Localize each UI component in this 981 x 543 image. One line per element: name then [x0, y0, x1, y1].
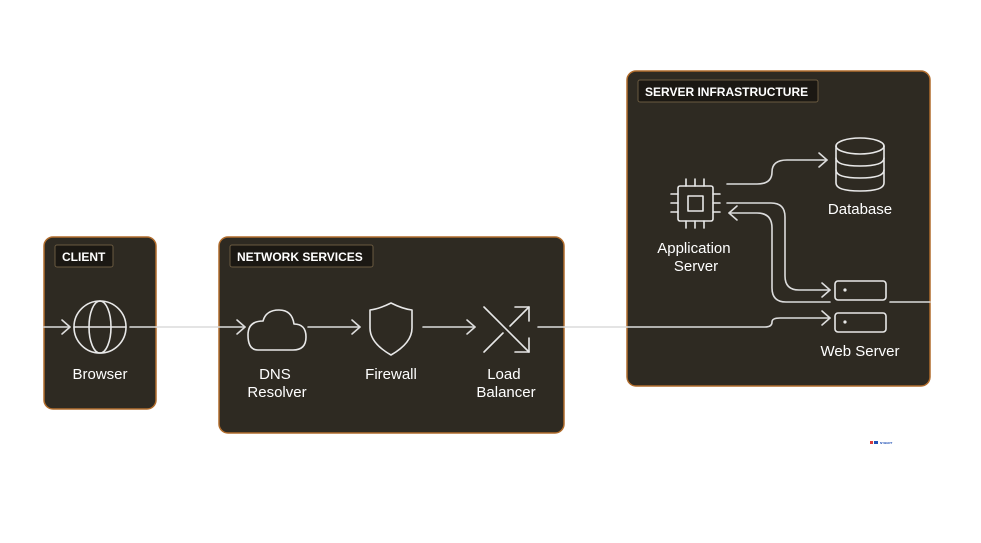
- network-group-label: NETWORK SERVICES: [237, 250, 363, 264]
- web-server-label: Web Server: [821, 343, 900, 360]
- arrowhead-web-server-upper: [821, 282, 831, 298]
- logo-mark-red: [870, 441, 873, 444]
- edge-app-to-web: [726, 202, 831, 291]
- cloud-icon: [247, 309, 307, 351]
- server-group-label: SERVER INFRASTRUCTURE: [645, 85, 808, 99]
- app-server-label-line-2: Server: [674, 258, 718, 275]
- browser-label: Browser: [72, 366, 127, 383]
- database-label: Database: [828, 201, 892, 218]
- lb-label: Load Balancer: [476, 366, 535, 401]
- firewall-label: Firewall: [365, 366, 417, 383]
- application-server-node: Application Server: [657, 178, 735, 275]
- arrowhead-lb: [466, 319, 476, 335]
- arrowhead-browser: [61, 319, 71, 335]
- client-group-label: CLIENT: [62, 250, 106, 264]
- network-group-box: [218, 236, 565, 434]
- client-group: CLIENT: [43, 236, 157, 410]
- app-server-label-line-1: Application: [657, 240, 730, 257]
- browser-node: Browser: [72, 300, 128, 383]
- edge-app-to-database: [726, 159, 828, 185]
- dns-resolver-node: DNS Resolver: [247, 309, 307, 401]
- cpu-icon: [670, 178, 721, 229]
- shield-icon: [369, 302, 413, 356]
- arrowhead-web-server-in: [821, 310, 831, 326]
- arrowhead-dns: [236, 319, 246, 335]
- logo-text: NYBERT: [880, 441, 893, 445]
- client-group-label-bg: [54, 244, 114, 268]
- dns-label-line-2: Resolver: [247, 384, 306, 401]
- database-node: Database: [828, 137, 892, 218]
- arrowhead-database: [818, 152, 828, 168]
- database-icon: [835, 137, 885, 192]
- server-group-label-bg: [637, 79, 819, 103]
- logo-mark-blue: [874, 441, 878, 444]
- app-server-label: Application Server: [657, 240, 735, 275]
- server-group-box: [626, 70, 931, 387]
- brand-logo: NYBERT: [870, 441, 893, 445]
- arrowhead-app-server: [728, 205, 738, 221]
- firewall-node: Firewall: [365, 302, 417, 383]
- arrowhead-firewall: [351, 319, 361, 335]
- server-infrastructure-group: SERVER INFRASTRUCTURE: [626, 70, 931, 387]
- edge-web-to-app: [728, 212, 831, 303]
- dns-label: DNS Resolver: [247, 366, 306, 401]
- lb-label-line-1: Load: [487, 366, 520, 383]
- edges: [43, 152, 931, 335]
- edge-lb-to-web-server: [537, 317, 831, 328]
- load-balancer-node: Load Balancer: [476, 306, 536, 401]
- shuffle-icon: [483, 306, 530, 353]
- network-group-label-bg: [229, 244, 374, 268]
- lb-label-line-2: Balancer: [476, 384, 535, 401]
- globe-icon: [73, 300, 127, 354]
- server-rack-icon: [834, 280, 887, 333]
- dns-label-line-1: DNS: [259, 366, 291, 383]
- web-server-node: Web Server: [821, 280, 900, 360]
- network-services-group: NETWORK SERVICES: [218, 236, 565, 434]
- client-group-box: [43, 236, 157, 410]
